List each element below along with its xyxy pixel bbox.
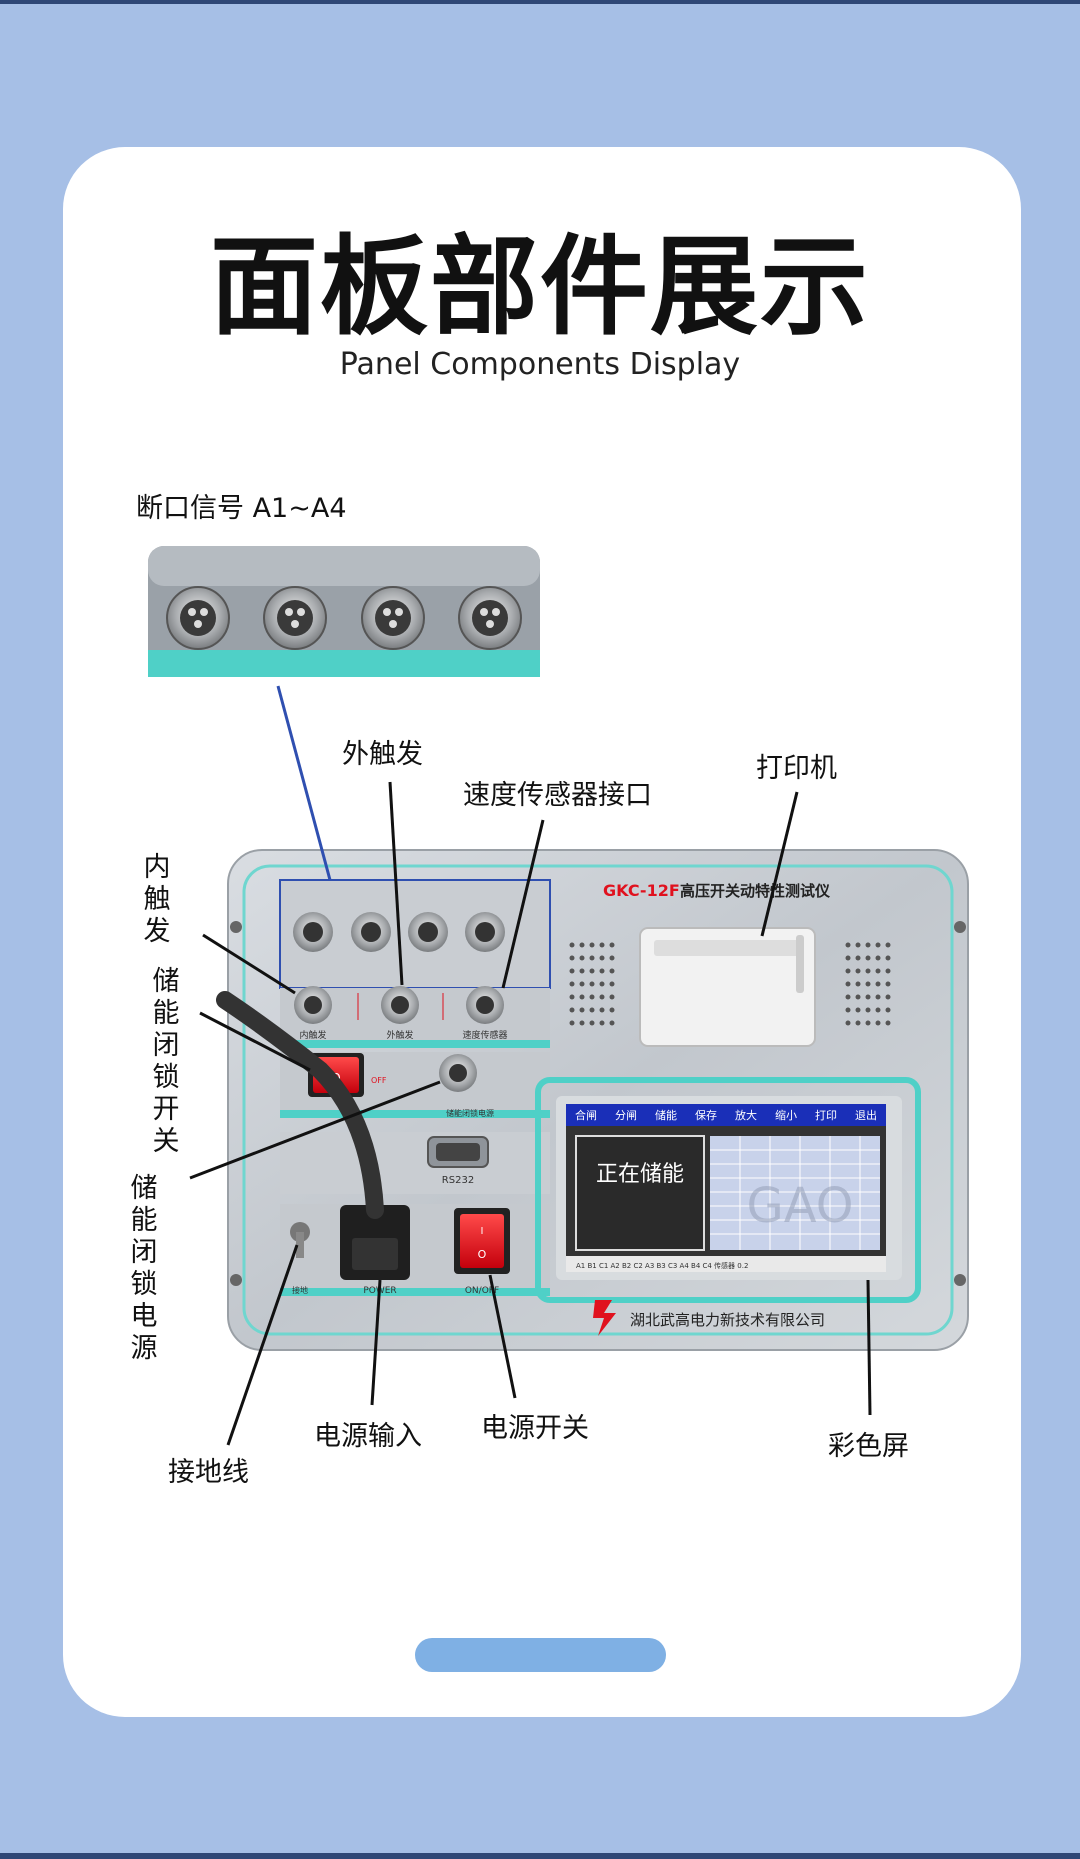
label-power-input: 电源输入 (314, 1421, 422, 1452)
ground-label: 接地 (292, 1285, 308, 1295)
lcd-menu-open: 分闸 (615, 1109, 637, 1122)
port-label-internal: 内触发 (299, 1029, 326, 1041)
label-color-screen: 彩色屏 (828, 1431, 909, 1462)
callout-power-switch (488, 1274, 517, 1399)
label-speed-sensor: 速度传感器接口 (463, 780, 652, 811)
onoff-label: ON/OFF (465, 1286, 499, 1296)
device-panel: 内触发 外触发 速度传感器 O OFF 储能闭锁电源 RS232 接地 (216, 849, 969, 1351)
label-storage-lock-switch: 储能闭锁开关 (152, 966, 180, 1157)
label-internal-trigger: 内触发 (143, 852, 171, 947)
lcd-channels: A1 B1 C1 A2 B2 C2 A3 B3 C3 A4 B4 C4 传感器 … (576, 1261, 748, 1270)
port-label-speed: 速度传感器 (462, 1029, 507, 1041)
lcd-watermark: GAO (747, 1178, 854, 1234)
lcd-menu-zoom-in: 放大 (735, 1108, 757, 1122)
callout-break-signal (276, 685, 332, 881)
speaker-left (569, 942, 615, 1026)
bottom-pill-decoration (415, 1638, 666, 1672)
device-model: GKC-12F (603, 881, 680, 900)
device-name: 高压开关动特性测试仪 (680, 882, 831, 900)
rs232-port: RS232 (427, 1136, 489, 1186)
panel-connectors-a1-a4 (293, 912, 505, 952)
trigger-ports (294, 986, 504, 1024)
storage-lock-power-port (439, 1054, 477, 1092)
top-border (0, 0, 1080, 4)
label-ground-wire: 接地线 (168, 1457, 249, 1488)
callout-power-input (370, 1279, 382, 1406)
svg-text:I: I (481, 1226, 484, 1237)
printer (639, 927, 816, 1047)
company-logo-icon (593, 1300, 616, 1336)
callout-external-trigger (388, 781, 404, 986)
port-label-external: 外触发 (386, 1029, 413, 1041)
callout-color-screen (866, 1279, 872, 1416)
break-signal-zoom (148, 546, 540, 677)
lcd-menu-zoom-out: 缩小 (775, 1109, 797, 1122)
zoom-connector-4 (458, 586, 522, 650)
lcd-menu-store: 储能 (655, 1108, 677, 1122)
speaker-right (845, 942, 891, 1026)
label-break-signal: 断口信号 A1~A4 (136, 493, 347, 524)
zoom-connector-2 (263, 586, 327, 650)
lcd-menu-close: 合闸 (575, 1108, 597, 1122)
zoom-connector-3 (361, 586, 425, 650)
page-subtitle: Panel Components Display (339, 347, 741, 382)
label-power-switch: 电源开关 (481, 1413, 589, 1444)
company-name: 湖北武高电力新技术有限公司 (630, 1311, 825, 1329)
label-printer: 打印机 (756, 753, 837, 784)
callout-ground (226, 1244, 299, 1446)
label-external-trigger: 外触发 (342, 739, 423, 770)
callout-printer (760, 791, 799, 937)
lcd-menu: 合闸 分闸 储能 保存 放大 缩小 打印 退出 (575, 1108, 877, 1122)
svg-text:O: O (478, 1248, 487, 1261)
lcd-menu-save: 保存 (695, 1108, 717, 1122)
callout-internal-trigger (202, 933, 296, 995)
lcd-menu-exit: 退出 (855, 1108, 877, 1122)
off-label: OFF (371, 1076, 387, 1085)
lcd-menu-print: 打印 (815, 1108, 837, 1122)
rs232-label: RS232 (442, 1175, 474, 1186)
bottom-border (0, 1853, 1080, 1859)
ground-terminal: 接地 (290, 1222, 310, 1295)
storage-power-label: 储能闭锁电源 (446, 1108, 494, 1118)
label-storage-lock-power: 储能闭锁电源 (130, 1173, 158, 1364)
callout-storage-lock-power (189, 1080, 441, 1180)
power-switch: I O ON/OFF (454, 1208, 510, 1296)
zoom-connector-1 (166, 586, 230, 650)
callout-storage-lock-switch (199, 1011, 311, 1072)
callout-speed-sensor (501, 819, 545, 989)
page-title: 面板部件展示 (209, 225, 870, 350)
lcd-status: 正在储能 (596, 1162, 684, 1187)
color-screen: 合闸 分闸 储能 保存 放大 缩小 打印 退出 正在储能 GAO (566, 1104, 886, 1272)
callout-lines (189, 685, 872, 1446)
